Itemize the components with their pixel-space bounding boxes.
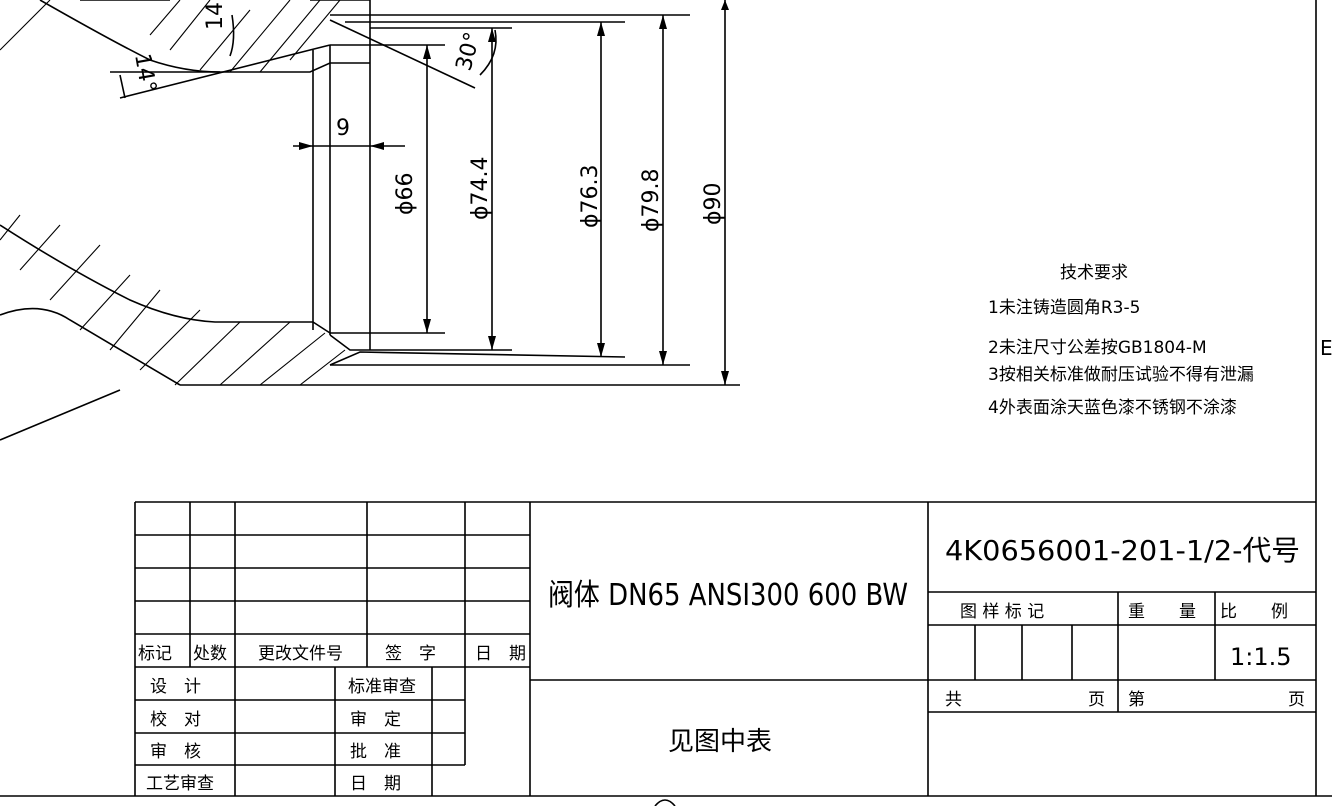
center-mark	[654, 799, 676, 806]
dim-angle-14-top: 14°	[203, 0, 228, 30]
total-pages-label: 共	[945, 690, 962, 710]
signoff-review-label: 审 核	[150, 742, 201, 762]
dim-diameter-90: ϕ90	[701, 182, 726, 225]
dim-diameter-79-8: ϕ79.8	[639, 169, 664, 233]
tech-requirement-item: 1未注铸造圆角R3-5	[988, 298, 1140, 318]
tech-requirement-item: 3按相关标准做耐压试验不得有泄漏	[988, 365, 1254, 385]
revision-header-signature: 签 字	[385, 644, 436, 664]
scale-value: 1:1.5	[1230, 643, 1292, 671]
dim-angle-30: 30°	[452, 29, 486, 73]
signoff-date-label: 日 期	[350, 774, 401, 794]
total-pages-suffix: 页	[1088, 690, 1105, 710]
revision-header-count: 处数	[193, 644, 227, 664]
sample-mark-label: 图 样 标 记	[960, 602, 1044, 622]
part-section	[0, 0, 740, 441]
signoff-standard-label: 标准审查	[348, 677, 416, 697]
scale-label: 比 例	[1220, 602, 1288, 622]
dim-diameter-76-3: ϕ76.3	[578, 165, 603, 229]
revision-header-date: 日 期	[475, 644, 526, 664]
tech-requirement-item: 2未注尺寸公差按GB1804-M	[988, 338, 1207, 358]
signoff-approve-label: 审 定	[350, 710, 401, 730]
revision-header-mark: 标记	[138, 644, 172, 664]
dim-angle-14: 14°	[129, 52, 160, 95]
title-block	[134, 501, 1316, 796]
sheet-label: 第	[1128, 690, 1145, 710]
tech-requirement-item: 4外表面涂天蓝色漆不锈钢不涂漆	[988, 398, 1237, 418]
signoff-design-label: 设 计	[150, 677, 201, 697]
dimension-lines	[119, 0, 729, 385]
dim-diameter-66: ϕ66	[393, 172, 418, 215]
material: 见图中表	[668, 727, 772, 757]
weight-label: 重 量	[1128, 602, 1196, 622]
dim-width-9: 9	[336, 116, 350, 141]
border-zone-mark: E	[1320, 336, 1332, 360]
signoff-authorize-label: 批 准	[350, 742, 401, 762]
dim-diameter-74-4: ϕ74.4	[468, 157, 493, 221]
part-name: 阀体 DN65 ANSI300 600 BW	[548, 578, 908, 613]
signoff-check-label: 校 对	[150, 710, 201, 730]
drawing-number: 4K0656001-201-1/2-代号	[945, 534, 1300, 567]
revision-header-doc-no: 更改文件号	[258, 644, 343, 664]
sheet-suffix: 页	[1288, 690, 1305, 710]
signoff-process-label: 工艺审查	[146, 774, 214, 794]
tech-requirements-title: 技术要求	[1060, 263, 1128, 283]
